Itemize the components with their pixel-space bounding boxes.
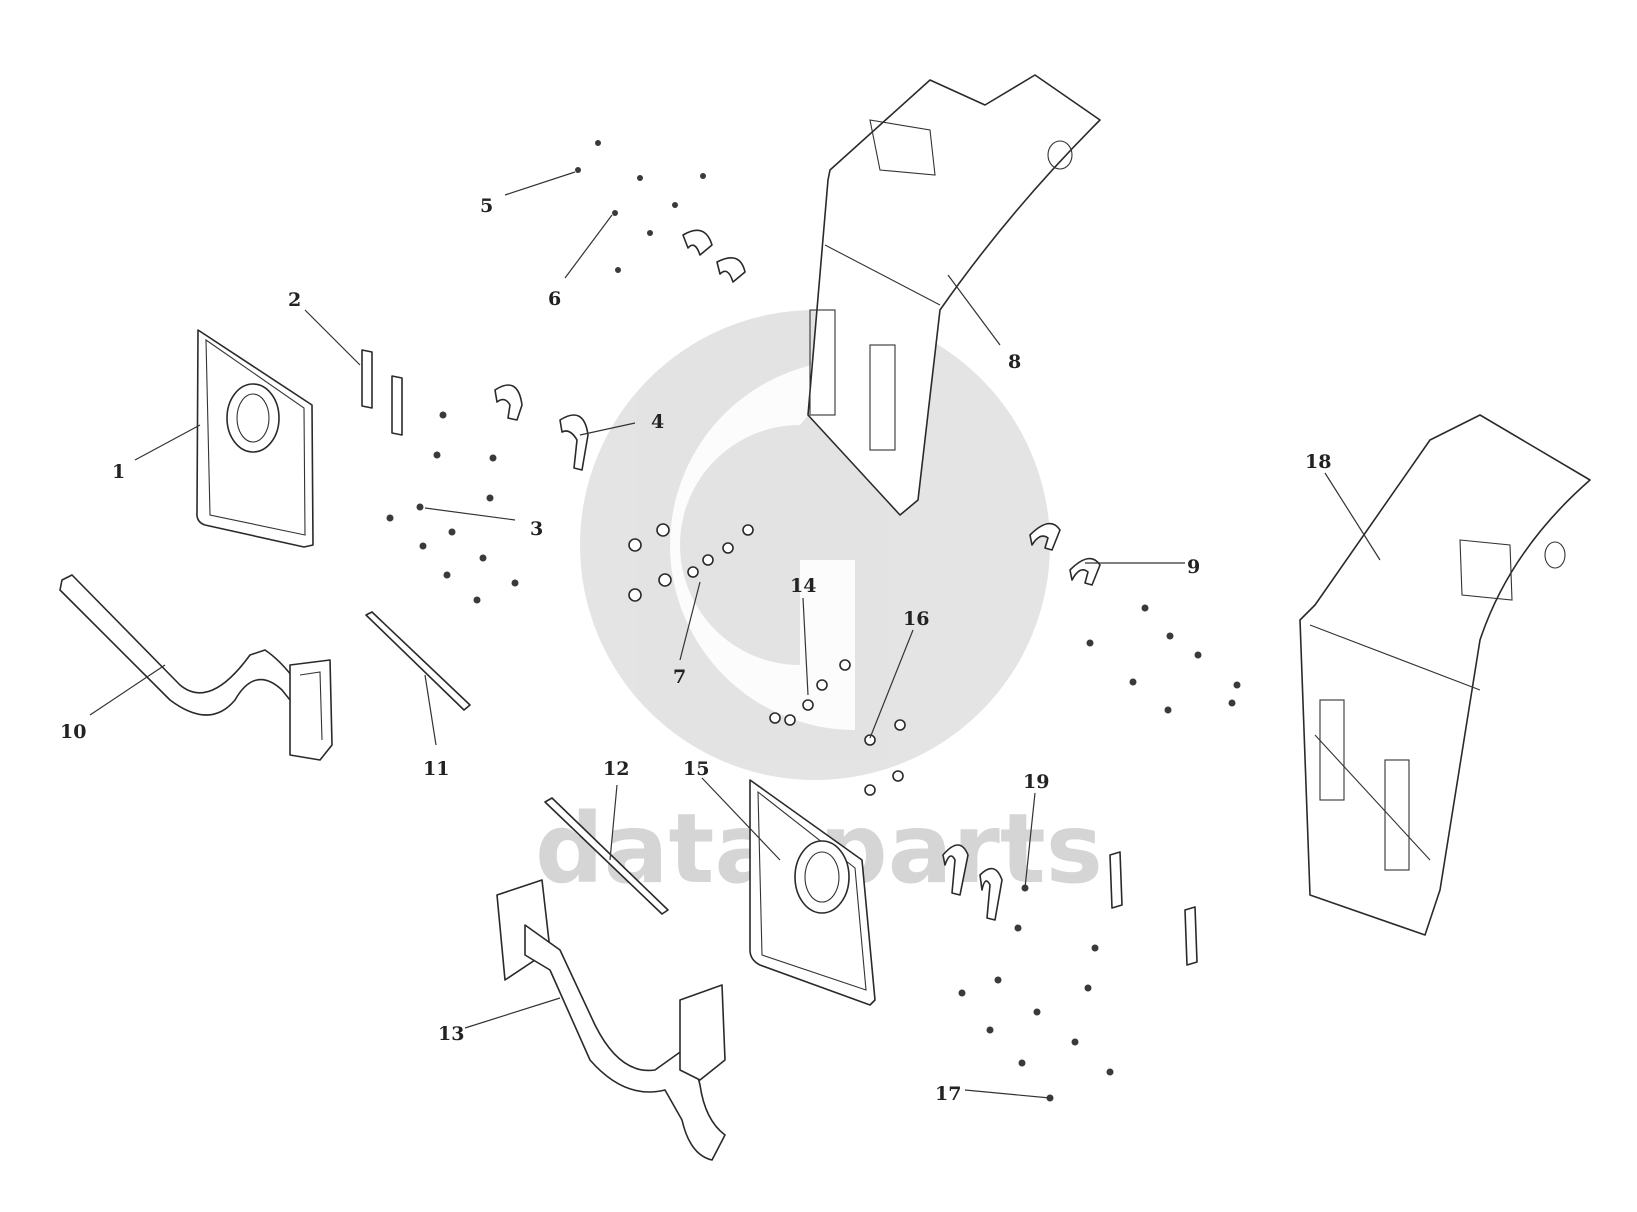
- callout-6: 6: [548, 288, 561, 310]
- callout-19: 19: [1023, 771, 1049, 793]
- part-8-fender: [807, 74, 1101, 516]
- callout-4: 4: [651, 411, 664, 433]
- callout-7: 7: [673, 666, 686, 688]
- part-13-mounting-arm: [496, 879, 726, 1161]
- callout-10: 10: [60, 721, 86, 743]
- part-2-brackets: [361, 349, 403, 436]
- part-4-clamps: [494, 229, 746, 471]
- callout-11: 11: [423, 758, 449, 780]
- part-12-strip: [544, 797, 669, 915]
- callout-3: 3: [530, 518, 543, 540]
- callout-17: 17: [935, 1083, 961, 1105]
- callout-labels: 1 2 3 4 5 6 7 8 9 10 11 12 13 14 15 16 1…: [60, 195, 1331, 1105]
- callout-12: 12: [603, 758, 629, 780]
- part-10-mounting-arm: [59, 574, 333, 761]
- callout-9: 9: [1187, 556, 1200, 578]
- callout-2: 2: [288, 289, 301, 311]
- part-18-fender: [1299, 414, 1591, 936]
- callout-13: 13: [438, 1023, 464, 1045]
- callout-18: 18: [1305, 451, 1331, 473]
- part-1-mud-flap: [196, 329, 314, 548]
- callout-14: 14: [790, 575, 816, 597]
- part-19-clamps: [942, 844, 1198, 966]
- watermark-logo: [580, 310, 1050, 780]
- leader-lines: [89, 171, 1381, 1099]
- part-15-mud-flap: [749, 779, 876, 1006]
- part-9-clamps: [1029, 522, 1101, 586]
- part-11-strip: [365, 611, 471, 711]
- callout-16: 16: [903, 608, 929, 630]
- callout-1: 1: [112, 461, 125, 483]
- callout-5: 5: [480, 195, 493, 217]
- fasteners: [386, 140, 1241, 1102]
- callout-8: 8: [1008, 351, 1021, 373]
- callout-15: 15: [683, 758, 709, 780]
